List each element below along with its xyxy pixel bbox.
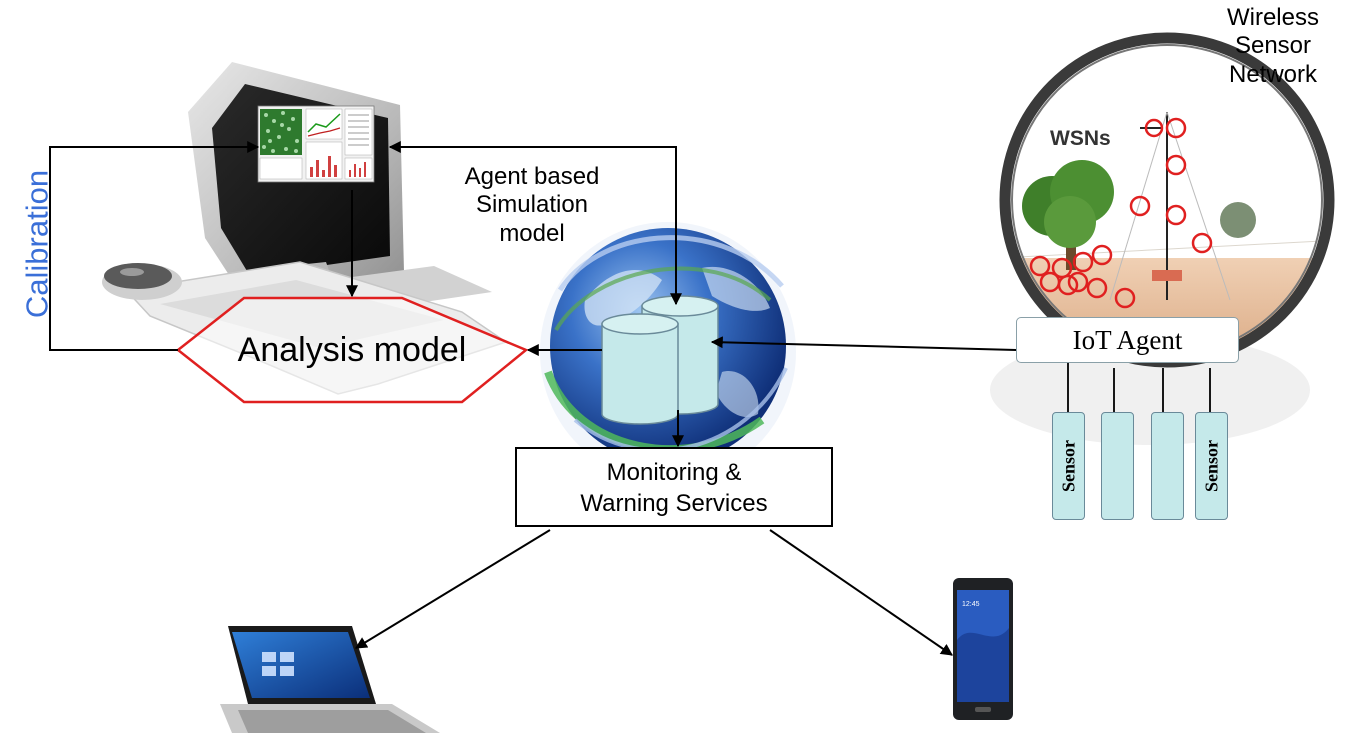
wsn-title-line-3: Network bbox=[1228, 60, 1318, 88]
sensor-4: Sensor bbox=[1195, 412, 1228, 520]
services-to-phone-arrow bbox=[769, 529, 953, 656]
sensor-1: Sensor bbox=[1052, 412, 1085, 520]
database-cylinders-icon bbox=[601, 295, 719, 425]
svg-text:12:45: 12:45 bbox=[962, 601, 980, 608]
sensor-4-label: Sensor bbox=[1201, 439, 1221, 493]
agent-based-model-label: Agent based Simulation model bbox=[412, 163, 652, 248]
wsn-title: Wireless Sensor Network bbox=[1196, 4, 1350, 89]
services-to-laptop-arrow bbox=[354, 529, 551, 649]
abm-label-line-2: Simulation bbox=[475, 191, 589, 219]
wsn-title-line-1: Wireless bbox=[1226, 4, 1319, 31]
sensor-3 bbox=[1151, 412, 1184, 520]
monitoring-services-box: Monitoring & Warning Services bbox=[515, 447, 833, 527]
simulation-db-link bbox=[388, 141, 682, 306]
sensor-links bbox=[1067, 363, 1211, 412]
wsn-lens-icon: WSNs bbox=[990, 32, 1335, 445]
laptop-icon bbox=[220, 626, 440, 733]
services-line-2: Warning Services bbox=[580, 490, 768, 517]
smartphone-icon: 12:45 bbox=[953, 578, 1013, 720]
calibration-arrow bbox=[49, 141, 260, 351]
sensor-1-label: Sensor bbox=[1058, 439, 1078, 493]
iot-to-db-arrow bbox=[710, 336, 1017, 351]
abm-label-line-1: Agent based bbox=[464, 163, 600, 190]
analysis-model-label: Analysis model bbox=[237, 331, 467, 369]
calibration-label: Calibration bbox=[19, 169, 55, 319]
services-line-1: Monitoring & bbox=[606, 459, 742, 486]
simulation-screenshot bbox=[257, 105, 375, 183]
iot-agent-box: IoT Agent bbox=[1016, 317, 1239, 363]
wsn-badge: WSNs bbox=[1050, 127, 1111, 150]
sensor-2 bbox=[1101, 412, 1134, 520]
connectors bbox=[49, 141, 1211, 656]
abm-label-line-3: model bbox=[499, 219, 565, 247]
wsn-title-line-2: Sensor bbox=[1234, 32, 1312, 60]
